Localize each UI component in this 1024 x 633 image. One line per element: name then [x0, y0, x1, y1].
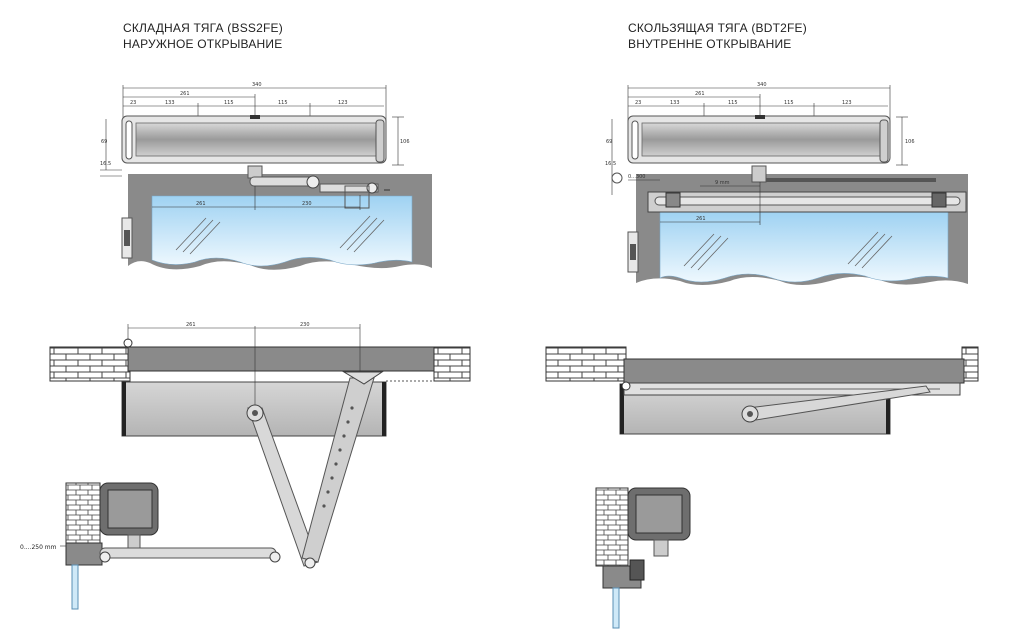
left-plan-wall-left	[49, 346, 131, 382]
left-section-wall	[65, 482, 101, 544]
left-plan-frame	[127, 346, 435, 372]
left-closer-endcap-right	[375, 119, 385, 163]
right-rail-track	[654, 196, 961, 206]
right-closer-endcap-right	[879, 119, 889, 163]
left-closer-body	[135, 122, 377, 157]
left-hinge-pin	[124, 230, 130, 246]
left-dim-a: 23	[130, 100, 136, 106]
right-rail-slider	[931, 192, 947, 208]
right-dim-h2: 16.5	[605, 161, 616, 167]
right-glass-reflection	[683, 231, 893, 271]
left-dim-h1: 69	[101, 139, 107, 145]
left-arm-assembly	[247, 165, 390, 209]
right-arm-pivot	[751, 165, 767, 183]
left-section-detail: 0....250 mm	[20, 482, 281, 610]
left-section-arm-tip	[269, 551, 281, 563]
left-dim-e: 123	[338, 100, 348, 106]
left-closer-endcap	[125, 120, 133, 160]
right-closer-endcap	[631, 120, 639, 160]
left-plan-view: 261 230	[49, 322, 471, 569]
right-plan-closer-end	[620, 384, 624, 434]
right-rail-stop	[665, 192, 681, 208]
left-title: СКЛАДНАЯ ТЯГА (BSS2FE) НАРУЖНОЕ ОТКРЫВАН…	[123, 20, 283, 52]
left-section-arm	[99, 547, 277, 559]
right-roller-marker	[611, 172, 623, 184]
right-dim-rail-mid: 9 mm	[715, 180, 730, 186]
left-plan-closer-end-right	[382, 382, 386, 436]
right-section-detail	[595, 487, 691, 629]
right-dim-a: 23	[635, 100, 641, 106]
left-dim-height: 106	[400, 139, 410, 145]
left-dim-span: 261	[180, 91, 190, 97]
left-dim-h2: 16.5	[100, 161, 111, 167]
right-dim-rail-span: 261	[696, 216, 706, 222]
left-section-glass	[71, 564, 79, 610]
right-closer-valve	[755, 115, 765, 119]
left-dim-d: 115	[278, 100, 288, 106]
left-glass-pane	[151, 195, 413, 267]
right-dim-rail-left: 0...300	[628, 174, 646, 180]
right-section-glass	[612, 587, 620, 629]
left-folding-arms	[246, 371, 384, 569]
left-plan-dim-left: 261	[186, 322, 196, 328]
right-dim-h1: 69	[606, 139, 612, 145]
right-dim-d: 115	[784, 100, 794, 106]
right-section-closer-inner	[635, 494, 683, 534]
left-section-arm-end	[99, 551, 111, 563]
right-title-line1: СКОЛЬЗЯЩАЯ ТЯГА (BDT2FE)	[628, 21, 807, 35]
right-section-slider	[629, 559, 645, 581]
left-section-frame	[65, 542, 103, 566]
right-dim-c: 115	[728, 100, 738, 106]
right-dim-b: 133	[670, 100, 680, 106]
right-front-view: 340 261 23 133 115 115 123 106 69 16.5	[605, 82, 968, 285]
right-dim-span: 261	[695, 91, 705, 97]
left-dim-total: 340	[252, 82, 262, 88]
right-section-wall	[595, 487, 629, 567]
right-dim-total: 340	[757, 82, 767, 88]
left-plan-closer-end	[122, 382, 126, 436]
right-plan-wall-left	[545, 346, 627, 382]
right-section-shaft	[653, 539, 669, 557]
right-title: СКОЛЬЗЯЩАЯ ТЯГА (BDT2FE) ВНУТРЕННЕ ОТКРЫ…	[628, 20, 807, 52]
left-closer-valve	[250, 115, 260, 119]
left-front-view: 340 261 23 133 115 115 123 106 69 16.5	[100, 82, 432, 270]
right-glass-pane	[659, 211, 949, 283]
left-section-closer-inner	[107, 489, 153, 529]
left-title-line2: НАРУЖНОЕ ОТКРЫВАНИЕ	[123, 37, 283, 51]
right-plan-closer-end-right	[886, 384, 890, 434]
right-dimension-lines	[611, 85, 908, 195]
left-dim-c: 115	[224, 100, 234, 106]
right-closer-body	[641, 122, 881, 157]
left-dim-b: 133	[165, 100, 175, 106]
left-dim-arm-left: 261	[196, 201, 206, 207]
left-section-shaft	[127, 534, 141, 550]
left-plan-wall-right	[433, 346, 471, 382]
right-dim-e: 123	[842, 100, 852, 106]
right-plan-frame	[623, 358, 965, 384]
left-plan-dim-right: 230	[300, 322, 310, 328]
left-plan-pivot	[123, 338, 133, 348]
left-range-label: 0....250 mm	[20, 544, 57, 551]
right-title-line2: ВНУТРЕННЕ ОТКРЫВАНИЕ	[628, 37, 792, 51]
right-dim-height: 106	[905, 139, 915, 145]
right-plan-pivot	[621, 381, 631, 391]
right-hinge-pin	[630, 244, 636, 260]
left-glass-reflection	[175, 215, 385, 255]
left-dim-arm-right: 230	[302, 201, 312, 207]
right-plan-arm-pivot-center	[747, 411, 753, 417]
right-plan-view	[545, 346, 979, 435]
left-title-line1: СКЛАДНАЯ ТЯГА (BSS2FE)	[123, 21, 283, 35]
